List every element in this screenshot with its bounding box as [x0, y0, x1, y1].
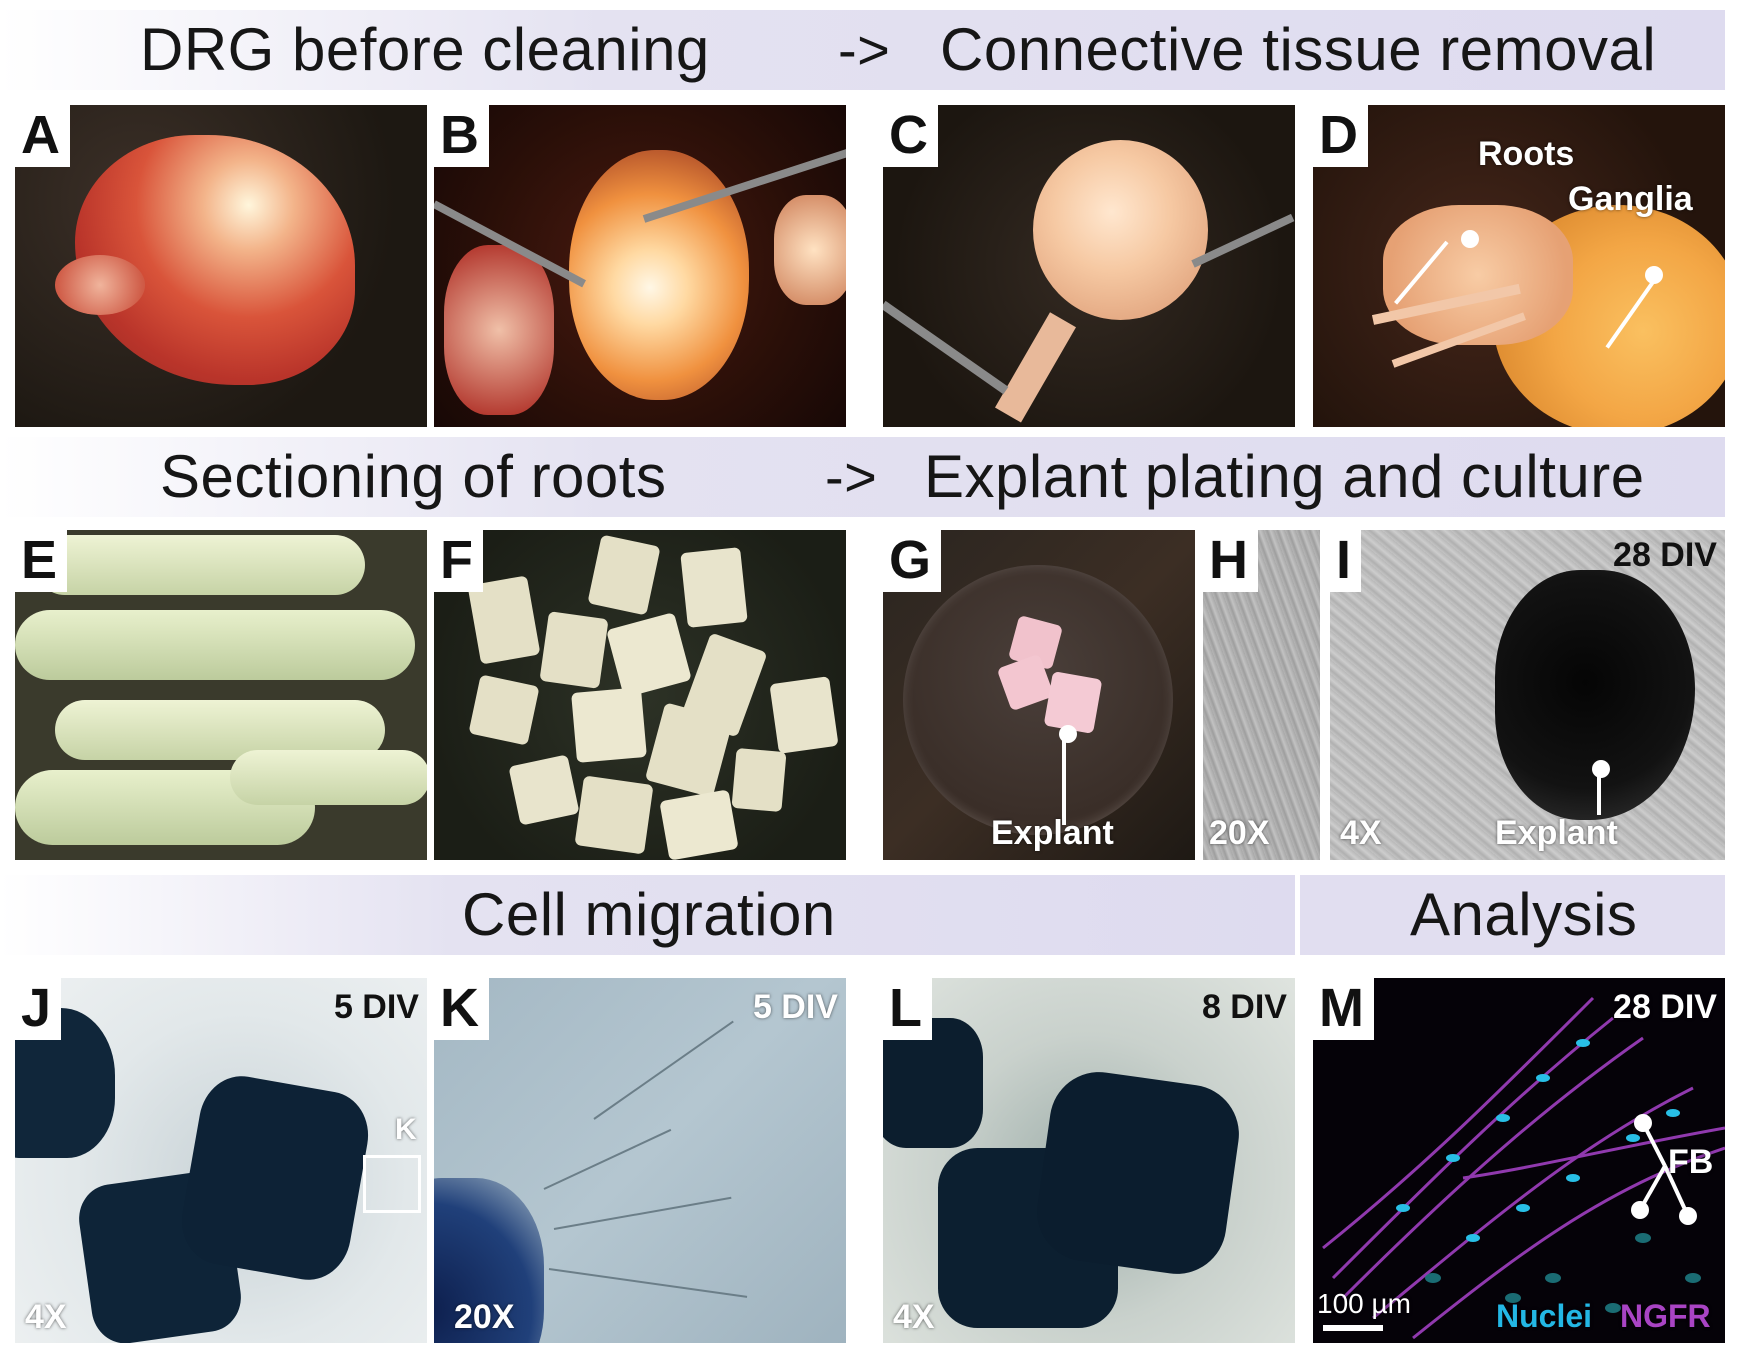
- ganglia-pointer-dot: [1645, 266, 1663, 284]
- panel-letter-l: L: [883, 978, 932, 1040]
- root-section: [680, 547, 748, 628]
- header-arrow-row2: ->: [825, 445, 878, 508]
- scale-bar-label: 100 µm: [1317, 1288, 1411, 1319]
- label-fb: FB: [1668, 1143, 1714, 1181]
- panel-letter-i: I: [1330, 530, 1362, 592]
- header-explant-plating: Explant plating and culture: [924, 443, 1645, 510]
- root-section: [769, 676, 839, 754]
- migrating-cell: [553, 1196, 732, 1230]
- explant-edge: [434, 1178, 544, 1343]
- panel-f-root-sections-image: F: [434, 530, 846, 860]
- panel-j-migration-5div-image: K 5 DIV 4X J: [15, 978, 427, 1343]
- migrating-cell: [548, 1268, 748, 1298]
- panel-letter-a: A: [15, 105, 70, 167]
- time-k: 5 DIV: [752, 988, 838, 1026]
- header-drg-before-cleaning: DRG before cleaning: [140, 16, 710, 83]
- panel-i-explant-28div-image: 28 DIV 4X Explant I: [1330, 530, 1725, 860]
- explant-pointer: [1062, 740, 1066, 825]
- roots-pointer-dot: [1461, 230, 1479, 248]
- root-section: [574, 775, 654, 855]
- root-section: [508, 754, 580, 826]
- magnification-k: 20X: [454, 1298, 515, 1336]
- time-j: 5 DIV: [333, 988, 419, 1026]
- fb-pointer: [1631, 1114, 1697, 1225]
- panel-letter-m: M: [1313, 978, 1374, 1040]
- label-roots: Roots: [1478, 135, 1575, 173]
- time-m: 28 DIV: [1613, 988, 1717, 1026]
- fiber-bundle-ngfr: [1322, 996, 1725, 1340]
- panel-e-roots-image: E: [15, 530, 427, 860]
- panel-letter-g: G: [883, 530, 942, 592]
- header-sectioning-of-roots: Sectioning of roots: [160, 443, 667, 510]
- legend-ngfr: NGFR: [1620, 1298, 1711, 1334]
- root-section: [539, 611, 609, 689]
- root-section: [468, 674, 540, 746]
- drg-tissue: [1033, 140, 1208, 320]
- root-segment: [230, 750, 427, 805]
- migrating-cell: [543, 1128, 672, 1190]
- panel-letter-b: B: [434, 105, 489, 167]
- root-section: [606, 612, 692, 698]
- panel-letter-c: C: [883, 105, 938, 167]
- root-section: [644, 702, 734, 798]
- panel-h-cells-20x-image: H 20X: [1203, 530, 1320, 860]
- drg-root: [995, 312, 1076, 423]
- panel-m-immunofluorescence-image: FB 28 DIV 100 µm Nuclei NGFR M: [1313, 978, 1725, 1343]
- time-l: 8 DIV: [1201, 988, 1287, 1026]
- tissue-fragment-left: [444, 245, 554, 415]
- panel-d-roots-ganglia-image: Roots Ganglia D: [1313, 105, 1725, 427]
- header-band-row1: [0, 10, 1725, 90]
- header-band-row2: [0, 437, 1725, 517]
- root-section: [571, 687, 647, 763]
- migrating-cell: [593, 1020, 734, 1120]
- magnification-i: 4X: [1340, 814, 1382, 852]
- root-section: [659, 789, 739, 860]
- panel-letter-h: H: [1203, 530, 1258, 592]
- header-arrow-row1: ->: [838, 18, 891, 81]
- header-cell-migration: Cell migration: [462, 881, 836, 948]
- explant-pointer-dot: [1592, 760, 1610, 778]
- root-segment: [15, 610, 415, 680]
- panel-letter-k: K: [434, 978, 489, 1040]
- panel-k-migration-20x-image: 5 DIV 20X K: [434, 978, 846, 1343]
- panel-letter-j: J: [15, 978, 62, 1040]
- explant-dark-mass: [174, 1069, 376, 1287]
- drg-tissue: [569, 150, 749, 400]
- explant-pointer-dot: [1059, 725, 1077, 743]
- panel-c-cleaned-drg-image: C: [883, 105, 1295, 427]
- panel-letter-e: E: [15, 530, 68, 592]
- panel-b-drg-forceps-image: B: [434, 105, 846, 427]
- inset-label-k: K: [395, 1113, 417, 1146]
- label-explant-i: Explant: [1495, 814, 1618, 852]
- panel-g-explant-dish-image: Explant G: [883, 530, 1195, 860]
- magnification-h: 20X: [1209, 814, 1270, 852]
- header-band-row3-right: [1300, 875, 1725, 955]
- magnification-l: 4X: [893, 1298, 935, 1336]
- scale-bar: [1323, 1325, 1383, 1331]
- panel-letter-f: F: [434, 530, 483, 592]
- panel-l-migration-8div-image: 8 DIV 4X L: [883, 978, 1295, 1343]
- root-section: [731, 747, 787, 813]
- inset-box-k: [363, 1155, 421, 1213]
- panel-letter-d: D: [1313, 105, 1368, 167]
- roots-tissue: [1383, 205, 1573, 345]
- label-ganglia: Ganglia: [1568, 180, 1693, 218]
- header-connective-tissue-removal: Connective tissue removal: [940, 16, 1657, 83]
- explant-dark-mass: [1030, 1065, 1246, 1281]
- header-analysis: Analysis: [1410, 881, 1638, 948]
- time-i: 28 DIV: [1613, 536, 1717, 574]
- drg-root-stub: [55, 255, 145, 315]
- explant-dark-mass: [1495, 570, 1695, 820]
- explant-piece: [1043, 671, 1103, 734]
- header-band-row3-left: [0, 875, 1295, 955]
- label-explant: Explant: [991, 814, 1114, 852]
- magnification-j: 4X: [25, 1298, 67, 1336]
- explant-pointer: [1597, 775, 1601, 815]
- panel-a-drg-image: A: [15, 105, 427, 427]
- legend-nuclei: Nuclei: [1496, 1298, 1593, 1334]
- root-segment: [35, 535, 365, 595]
- forceps-tip-left: [883, 300, 1009, 395]
- tissue-fragment-right: [774, 195, 846, 305]
- root-section: [587, 534, 661, 616]
